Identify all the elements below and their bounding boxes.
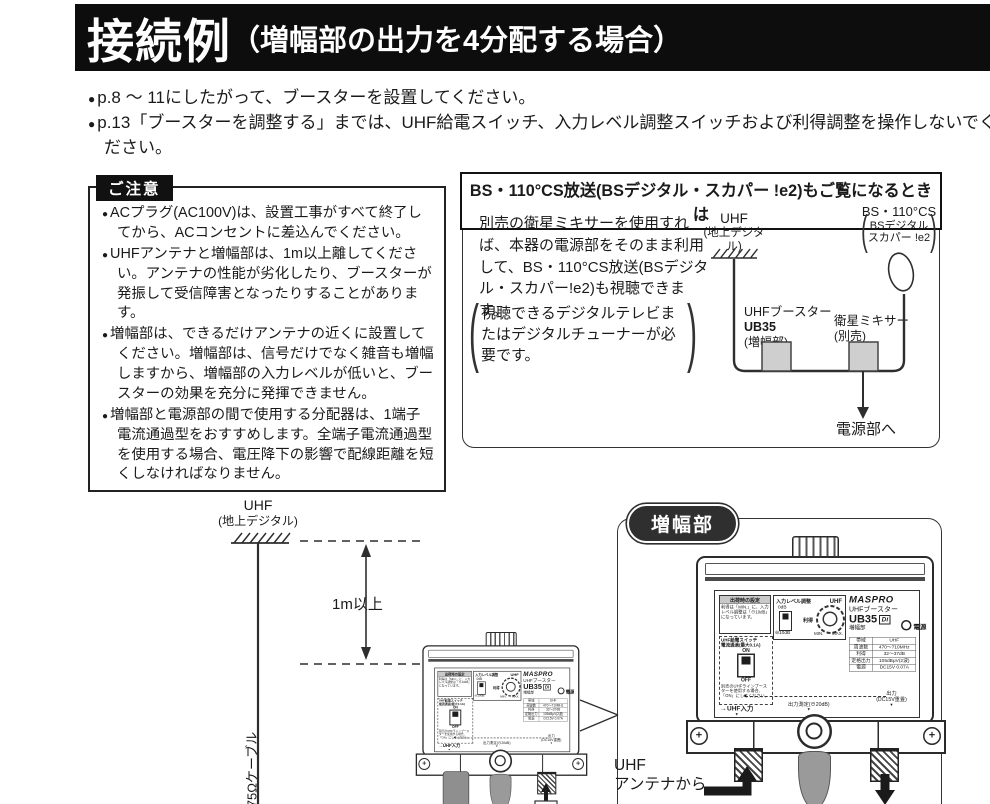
- factory-setting-box: 出荷時の設定 利得は「MIN.」に、入力レベル調整は「⊖10dB」になっています…: [719, 595, 771, 634]
- to-power-label: 電源部へ: [836, 421, 897, 438]
- screw-icon: +: [690, 727, 708, 745]
- bs-box-note: ( 視聴できるデジタルテレビまたはデジタルチューナーが必要です。 ): [469, 292, 705, 375]
- bs-box-title: BS・110°CS放送(BSデジタル・スカパー !e2)もご覧になるときは: [460, 172, 942, 230]
- main-uhf-antenna-label: UHF (地上デジタル): [218, 497, 298, 528]
- output-measure-label: 出力測定(⊖20dB): [788, 700, 830, 711]
- screw-icon: +: [572, 758, 585, 770]
- device-body: 出荷時の設定 利得は「MIN.」に、入力レベル調整は「⊖10dB」になっています…: [696, 556, 934, 724]
- caution-title: ご注意: [96, 175, 173, 201]
- screw-icon: +: [418, 758, 431, 770]
- caution-box: ご注意 ACプラグ(AC100V)は、設置工事がすべて終了してから、ACコンセン…: [88, 175, 446, 492]
- signal-path-dashed-arrow: [742, 693, 886, 699]
- bs-dish-label: BS・110°CS ( BSデジタルスカパー !e2 ): [861, 204, 937, 256]
- input-cable-boot: [442, 771, 470, 804]
- right-paren: ): [687, 292, 697, 375]
- output-label: 出力(DC15V重畳): [865, 691, 918, 707]
- uhf-feed-switch[interactable]: [737, 653, 755, 678]
- caution-list: ACプラグ(AC100V)は、設置工事がすべて終了してから、ACコンセントに差込…: [90, 188, 444, 485]
- page-title-sub: （増幅部の出力を4分配する場合）: [231, 24, 683, 57]
- power-led: [901, 620, 912, 631]
- min-distance-label: 1m以上: [332, 596, 383, 613]
- amplifier-callout-box: [617, 518, 942, 804]
- caution-item: UHFアンテナと増幅部は、1m以上離してください。アンテナの性能が劣化したり、ブ…: [102, 245, 434, 325]
- screw-icon: +: [923, 727, 941, 745]
- feed-switch-box: UHF給電スイッチ 電流通過(最大0.1A) ON OFF 別売のUHFラインブ…: [719, 636, 773, 705]
- f-connector-output[interactable]: [870, 748, 899, 782]
- power-indicator: 電源: [901, 620, 926, 631]
- bs-box-body: 別売の衛星ミキサーを使用すれば、本器の電源部をそのまま利用して、BS・110°C…: [479, 215, 709, 319]
- uhf-input-label: UHF入力: [720, 703, 753, 716]
- cover-seam-dark: [705, 577, 925, 581]
- f-connector-output[interactable]: [537, 771, 557, 795]
- gain-dial[interactable]: [816, 605, 845, 634]
- adjust-box: 入力レベル調整 0dB ⊖10dB 利得 MIN. MAX. UHF: [773, 595, 846, 640]
- gain-dial[interactable]: [501, 677, 521, 697]
- uhf-feed-switch[interactable]: [449, 709, 462, 726]
- caution-item: ACプラグ(AC100V)は、設置工事がすべて終了してから、ACコンセントに差込…: [102, 204, 434, 244]
- bs-mixer-label: 衛星ミキサー (別売): [834, 314, 910, 343]
- booster-device-small: 出荷時の設定利得は「MIN.」に、入力レベル調整は「⊖10dB」になっています。…: [415, 632, 588, 804]
- cable-clamp: [797, 714, 832, 749]
- page-title: 接続例: [87, 15, 231, 68]
- input-level-switch[interactable]: [477, 681, 486, 695]
- callout-lines: [579, 699, 619, 732]
- cable-label: 75Ωケーブル: [244, 731, 260, 804]
- bs-uhf-antenna-label: UHF (地上デジタル): [703, 211, 765, 253]
- f-connector-input[interactable]: [734, 748, 763, 782]
- cable-boot: [489, 773, 512, 804]
- main-antenna: [231, 532, 291, 804]
- cable-clamp: [488, 749, 513, 773]
- intro-bullet-2: p.13「ブースターを調整する」までは、UHF給電スイッチ、入力レベル調整スイッ…: [88, 111, 990, 160]
- device-label-panel: 出荷時の設定利得は「MIN.」に、入力レベル調整は「⊖10dB」になっています。…: [434, 667, 574, 753]
- brand-logo: MASPRO: [849, 594, 894, 605]
- caution-item: 増幅部は、できるだけアンテナの近くに設置してください。増幅部は、信号だけでなく雑…: [102, 325, 434, 405]
- cover-seam: [705, 563, 925, 575]
- device-label-panel: 出荷時の設定 利得は「MIN.」に、入力レベル調整は「⊖10dB」になっています…: [714, 590, 926, 718]
- from-antenna-label: UHF アンテナから: [614, 757, 707, 794]
- page-title-banner: 接続例 （増幅部の出力を4分配する場合）: [75, 4, 990, 71]
- bs-info-box: BS・110°CS放送(BSデジタル・スカパー !e2)もご覧になるときは 別売…: [460, 172, 942, 448]
- left-paren: (: [469, 292, 479, 375]
- input-level-switch[interactable]: [779, 611, 792, 631]
- caution-item: 増幅部と電源部の間で使用する分配器は、1端子電流通過型をおすすめします。全端子電…: [102, 406, 434, 486]
- device-body: 出荷時の設定利得は「MIN.」に、入力レベル調整は「⊖10dB」になっています。…: [422, 645, 580, 757]
- booster-device-large: 出荷時の設定 利得は「MIN.」に、入力レベル調整は「⊖10dB」になっています…: [686, 536, 946, 804]
- intro-bullet-1: p.8 ～ 11にしたがって、ブースターを設置してください。: [88, 86, 990, 111]
- amplifier-callout-pill: 増幅部: [627, 504, 739, 543]
- digital-badge: Di: [879, 615, 891, 625]
- cable-boot: [798, 751, 831, 804]
- bs-booster-label: UHFブースター UB35 (増幅部): [744, 305, 832, 349]
